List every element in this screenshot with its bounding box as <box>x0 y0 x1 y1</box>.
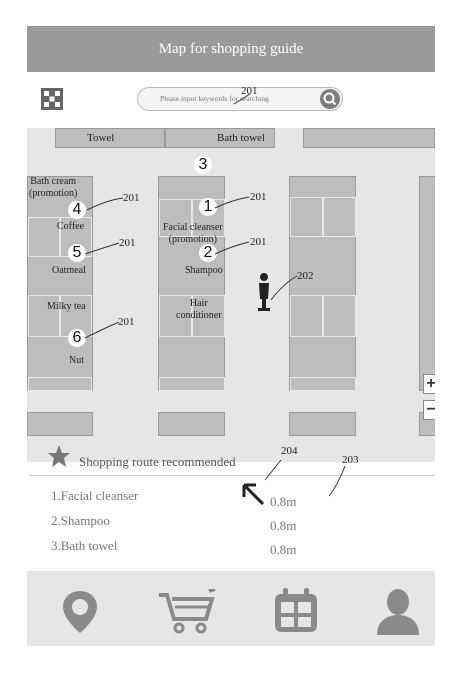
route-marker-2[interactable]: 2 <box>199 244 217 262</box>
label-bath-cream: Bath cream (promotion) <box>29 176 78 199</box>
shopper-location-icon <box>258 273 270 311</box>
app-frame: Map for shopping guide Please input keyw… <box>27 26 435 646</box>
cart-icon[interactable] <box>157 589 217 635</box>
route-item-3[interactable]: 3.Bath towel <box>51 538 118 553</box>
route-leader-lines <box>264 459 346 497</box>
label-milky-tea: Milky tea <box>47 301 86 312</box>
label-facial-cleanser: Facial cleanser (promotion) <box>163 222 223 245</box>
ref-204: 204 <box>281 445 298 457</box>
ref-202: 202 <box>297 270 314 282</box>
ref-leader-line <box>233 94 251 105</box>
route-distance-3: 0.8m <box>270 542 297 557</box>
shelf-top-right <box>303 128 435 148</box>
route-marker-5[interactable]: 5 <box>68 244 86 262</box>
route-marker-1[interactable]: 1 <box>199 198 217 216</box>
route-header: Shopping route recommended <box>45 442 435 472</box>
search-button[interactable] <box>320 89 340 109</box>
ref-201: 201 <box>250 191 267 203</box>
shelf-bottom-middle <box>158 412 225 436</box>
direction-arrow-icon <box>242 483 265 506</box>
menu-icon[interactable] <box>41 88 63 110</box>
user-icon[interactable] <box>375 587 421 637</box>
route-marker-3[interactable]: 3 <box>194 156 212 174</box>
label-oatmeal: Oatmeal <box>52 265 86 276</box>
label-towel: Towel <box>87 132 115 144</box>
leader-lines <box>84 196 298 339</box>
calendar-icon[interactable] <box>273 588 319 634</box>
route-distance-1: 0.8m <box>270 494 297 509</box>
zoom-in-button[interactable]: + <box>423 374 435 394</box>
shelf-bottom-left <box>27 412 93 436</box>
label-hair-conditioner: Hair conditioner <box>176 298 222 321</box>
star-icon <box>48 445 70 467</box>
route-title: Shopping route recommended <box>79 454 236 469</box>
label-shampoo: Shampoo <box>185 265 223 276</box>
route-marker-4[interactable]: 4 <box>68 201 86 219</box>
route-item-1[interactable]: 1.Facial cleanser <box>51 488 139 503</box>
label-coffee: Coffee <box>57 221 85 232</box>
shelf-towel <box>55 128 165 148</box>
page-title: Map for shopping guide <box>158 40 304 57</box>
bottom-nav <box>27 571 435 646</box>
route-item-2[interactable]: 2.Shampoo <box>51 513 110 528</box>
ref-201: 201 <box>119 237 136 249</box>
ref-203: 203 <box>342 454 359 466</box>
route-distance-2: 0.8m <box>270 518 297 533</box>
search-input[interactable]: Please input keywords for searching <box>160 94 269 103</box>
ref-201: 201 <box>250 236 267 248</box>
route-divider <box>29 475 435 476</box>
ref-201: 201 <box>123 192 140 204</box>
zoom-out-button[interactable]: − <box>423 400 435 420</box>
search-icon <box>323 92 337 106</box>
shelf-right <box>289 176 356 391</box>
route-marker-6[interactable]: 6 <box>68 329 86 347</box>
store-map[interactable]: Towel Bath towel Bath cream (promotion) … <box>27 128 435 462</box>
search-bar[interactable]: Please input keywords for searching <box>137 87 343 111</box>
location-icon[interactable] <box>61 589 99 635</box>
ref-201: 201 <box>118 316 135 328</box>
app-header: Map for shopping guide <box>27 26 435 72</box>
label-bath-towel: Bath towel <box>217 132 265 144</box>
shelf-bath-towel <box>165 128 275 148</box>
ref-201-search: 201 <box>241 85 258 97</box>
shelf-bottom-right <box>289 412 356 436</box>
label-nut: Nut <box>69 355 84 366</box>
